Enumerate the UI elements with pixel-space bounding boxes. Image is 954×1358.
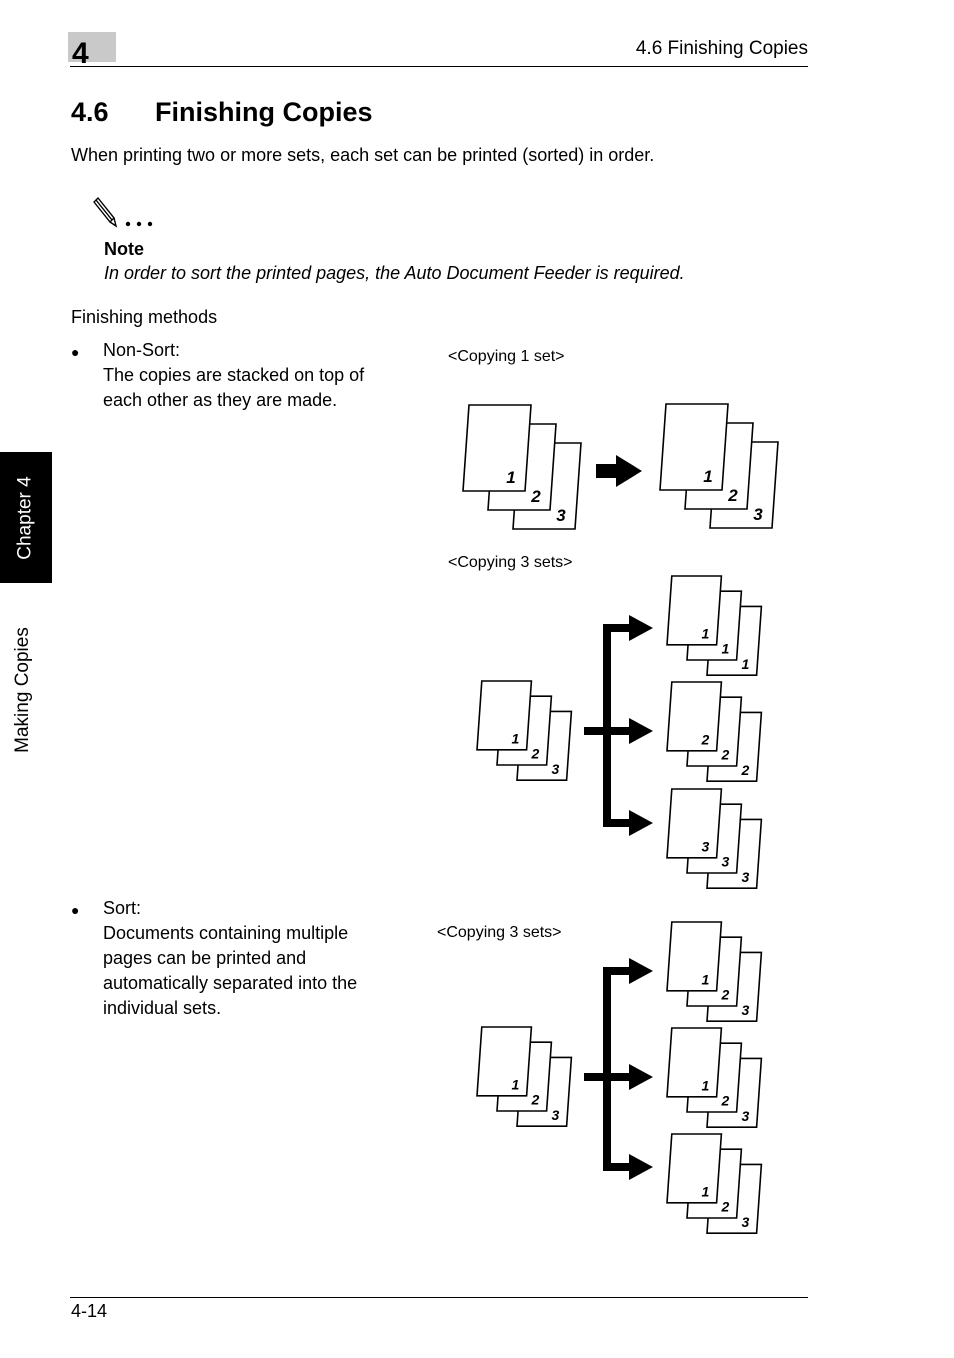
chapter-tab-label: Chapter 4 — [15, 475, 37, 560]
page-label: 1 — [702, 625, 710, 641]
arrow-branch — [607, 819, 631, 827]
page-sheet — [666, 575, 723, 646]
page-label: 2 — [721, 987, 730, 1003]
note-text: In order to sort the printed pages, the … — [104, 263, 685, 283]
section-tab: Making Copies — [0, 590, 46, 790]
page-label: 1 — [703, 467, 712, 486]
page-sheet — [659, 403, 729, 491]
running-head: 4.6 Finishing Copies — [635, 38, 808, 59]
page-label: 3 — [722, 854, 730, 870]
method-line: Documents containing multiple — [103, 923, 349, 943]
page-label: 1 — [722, 641, 730, 657]
arrow-stem — [584, 727, 611, 735]
chapter-number-box — [68, 32, 116, 62]
page-sheet — [666, 1027, 723, 1098]
page-sheet — [476, 680, 533, 751]
note-label: Note — [104, 239, 144, 259]
method-line: individual sets. — [103, 998, 222, 1018]
page-label: 2 — [721, 747, 730, 763]
section-tab-label: Making Copies — [12, 627, 34, 753]
page-label: 2 — [701, 731, 710, 747]
arrow-head — [629, 810, 653, 836]
page-label: 3 — [552, 761, 560, 777]
arrow-head — [629, 1064, 653, 1090]
method-non-sort: Non-Sort: The copies are stacked on top … — [103, 338, 423, 413]
page-label: 1 — [702, 1077, 710, 1093]
arrow-branch — [607, 727, 631, 735]
methods-title: Finishing methods — [71, 307, 218, 327]
chapter-tab-background — [0, 452, 52, 583]
page-label: 3 — [742, 1002, 750, 1018]
arrow-branch — [607, 1163, 631, 1171]
page-label: 1 — [512, 1076, 520, 1092]
page-sheet — [476, 1026, 533, 1097]
method-line: The copies are stacked on top of — [103, 365, 365, 385]
page-label: 2 — [531, 1092, 540, 1108]
page-label: 2 — [727, 486, 738, 505]
arrow-head — [629, 718, 653, 744]
page-label: 1 — [702, 971, 710, 987]
page-label: 2 — [531, 746, 540, 762]
arrow-head — [629, 615, 653, 641]
caption-sort: <Copying 3 sets> — [437, 924, 562, 941]
arrow-trunk — [603, 967, 611, 1171]
page-label: 2 — [741, 762, 750, 778]
page-number: 4-14 — [71, 1301, 108, 1321]
section-number: 4.6 — [71, 97, 109, 127]
caption-copy-one: <Copying 1 set> — [448, 348, 565, 365]
page-label: 1 — [702, 1183, 710, 1199]
arrow-head — [629, 1154, 653, 1180]
method-line: pages can be printed and — [103, 948, 307, 968]
page-label: 1 — [742, 656, 750, 672]
method-name: Non-Sort: — [103, 340, 181, 360]
intro-paragraph: When printing two or more sets, each set… — [71, 145, 655, 165]
arrow-branch — [607, 624, 631, 632]
page-label: 1 — [506, 468, 515, 487]
page-label: 3 — [702, 838, 710, 854]
method-line: automatically separated into the — [103, 973, 358, 993]
pencil-note-icon — [93, 196, 153, 228]
page-label: 3 — [753, 505, 763, 524]
bullet-icon: ● — [71, 344, 80, 360]
arrow-branch — [607, 967, 631, 975]
page-label: 3 — [552, 1107, 560, 1123]
arrow-stem — [584, 1073, 611, 1081]
page-label: 3 — [742, 1214, 750, 1230]
method-line: each other as they are made. — [103, 390, 338, 410]
footer-rule — [70, 1297, 808, 1298]
bullet-icon: ● — [71, 902, 80, 918]
header-rule — [70, 66, 808, 67]
chapter-tab: Chapter 4 — [0, 452, 52, 583]
page-label: 2 — [721, 1093, 730, 1109]
page-sheet — [666, 788, 723, 859]
page-label: 2 — [530, 487, 541, 506]
section-title: Finishing Copies — [155, 97, 373, 127]
page-sheet — [462, 404, 532, 492]
page-label: 2 — [721, 1199, 730, 1215]
page-label: 3 — [742, 1108, 750, 1124]
page-label: 3 — [742, 869, 750, 885]
method-name: Sort: — [103, 898, 142, 918]
arrow-trunk — [603, 624, 611, 827]
page-label: 3 — [556, 506, 566, 525]
caption-non-sort: <Copying 3 sets> — [448, 554, 573, 571]
method-sort: Sort: Documents containing multiple page… — [103, 896, 423, 1021]
page-sheet — [666, 1133, 723, 1204]
chapter-number: 4 — [72, 37, 89, 70]
page-label: 1 — [512, 730, 520, 746]
arrow-head — [616, 455, 642, 487]
arrow-branch — [607, 1073, 631, 1081]
page-sheet — [666, 921, 723, 992]
arrow-head — [629, 958, 653, 984]
arrow-stem — [596, 464, 618, 478]
page-sheet — [666, 681, 723, 752]
